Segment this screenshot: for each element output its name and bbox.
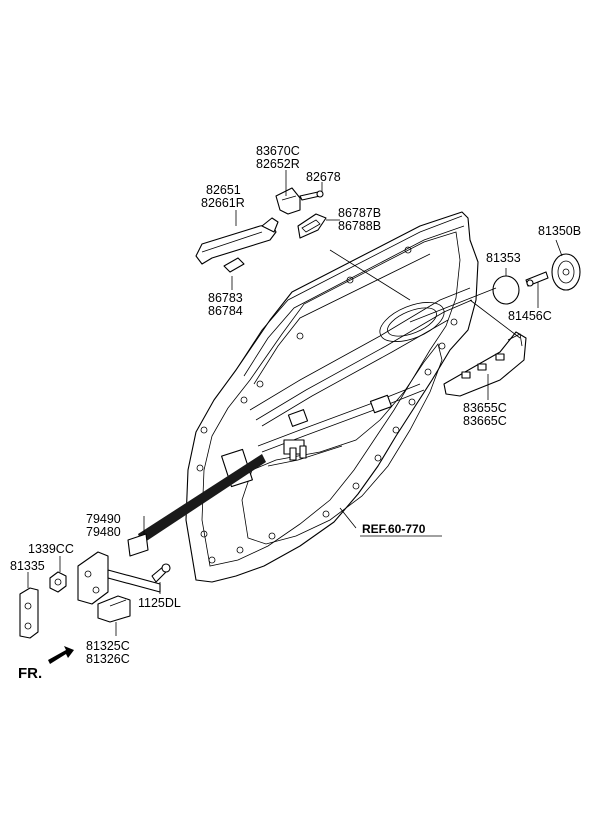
label-81353: 81353 [486, 251, 521, 265]
leader-lines [27, 170, 563, 636]
label-86788b: 86788B [338, 219, 381, 233]
front-arrow-icon [48, 646, 74, 664]
label-86784: 86784 [208, 304, 243, 318]
label-81350b: 81350B [538, 224, 581, 238]
front-direction-label: FR. [18, 665, 42, 682]
label-82651: 82651 [206, 183, 241, 197]
label-79480: 79480 [86, 525, 121, 539]
part-labels: 83670C 82652R 82678 82651 82661R 86787B … [10, 144, 581, 666]
striker-plate [19, 587, 39, 639]
label-82652r: 82652R [256, 157, 300, 171]
latch-screw [525, 271, 549, 287]
front-direction: FR. [18, 646, 74, 682]
label-81326c: 81326C [86, 652, 130, 666]
handle-gasket [297, 213, 327, 239]
label-81335: 81335 [10, 559, 45, 573]
wiring-harness [138, 454, 266, 544]
label-86783: 86783 [208, 291, 243, 305]
label-83665c: 83665C [463, 414, 507, 428]
label-81325c: 81325C [86, 639, 130, 653]
regulator-bracket [443, 331, 527, 397]
handle-bracket [275, 187, 301, 215]
label-83655c: 83655C [463, 401, 507, 415]
key-cylinder-screw [299, 190, 324, 201]
round-cover [492, 275, 520, 305]
hinge-nut [49, 571, 67, 593]
handle-gasket-small [223, 257, 245, 273]
checker-cover [97, 595, 131, 623]
door-checker [77, 533, 161, 605]
label-79490: 79490 [86, 512, 121, 526]
label-82661r: 82661R [201, 196, 245, 210]
door-panel [138, 211, 479, 583]
reference-label: REF.60-770 [362, 522, 426, 536]
label-1125dl: 1125DL [138, 596, 181, 610]
label-83670c: 83670C [256, 144, 300, 158]
latch-plug [551, 253, 581, 291]
checker-bolt [151, 563, 171, 583]
label-81456c: 81456C [508, 309, 552, 323]
reference-callout: REF.60-770 [360, 522, 442, 537]
label-82678: 82678 [306, 170, 341, 184]
outside-handle [195, 217, 279, 265]
label-86787b: 86787B [338, 206, 381, 220]
label-1339cc: 1339CC [28, 542, 74, 556]
